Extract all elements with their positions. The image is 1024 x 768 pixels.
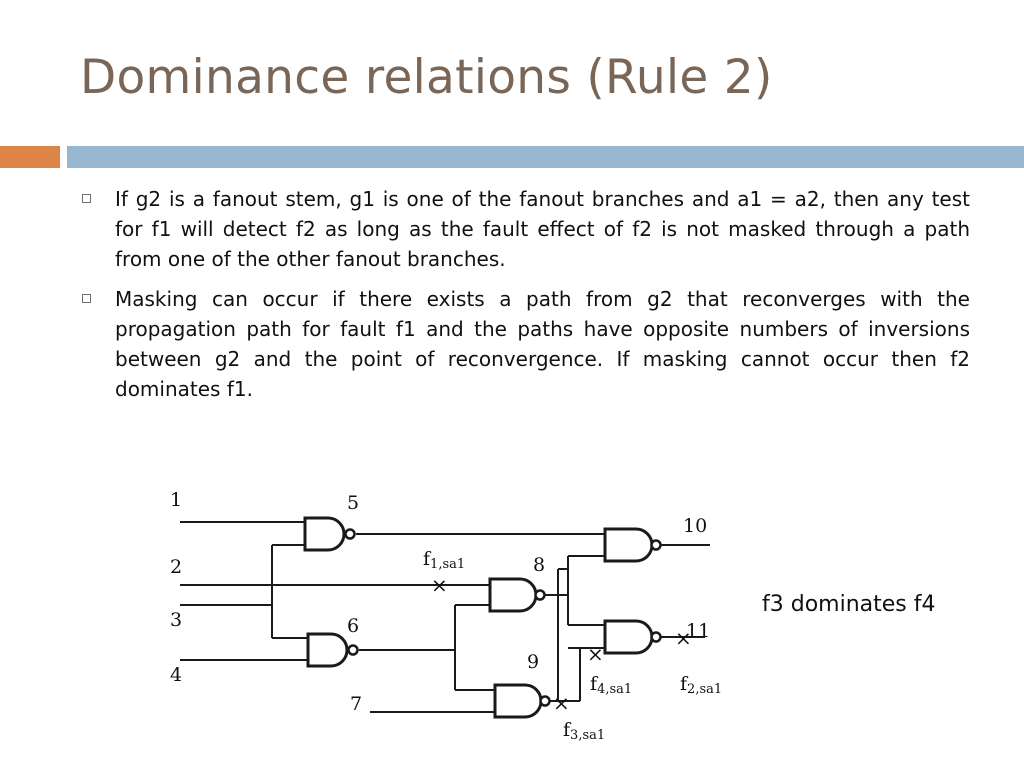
line-label-7: 7	[350, 693, 362, 715]
fault-label-f1: f1,sa1	[423, 548, 465, 572]
fault-mark-f4: ×	[587, 642, 604, 666]
fault-mark-f3: ×	[553, 691, 570, 715]
nand-gate-6	[306, 632, 359, 668]
bullet-item: Masking can occur if there exists a path…	[82, 284, 970, 404]
fault-labels: f1,sa1 f4,sa1 f2,sa1 f3,sa1	[423, 548, 722, 743]
fault-label-f3: f3,sa1	[563, 719, 605, 743]
fault-label-f2: f2,sa1	[680, 673, 722, 697]
line-label-2: 2	[170, 556, 182, 578]
nand-gate-5	[303, 516, 356, 552]
line-label-6: 6	[347, 615, 359, 637]
square-bullet-icon	[82, 294, 91, 303]
bullet-text: If g2 is a fanout stem, g1 is one of the…	[115, 187, 970, 271]
slide-title: Dominance relations (Rule 2)	[80, 50, 773, 105]
line-label-10: 10	[683, 515, 707, 537]
nand-gates	[303, 516, 662, 719]
line-label-3: 3	[170, 609, 182, 631]
nand-gate-8	[488, 577, 546, 613]
line-label-4: 4	[170, 664, 182, 686]
bullet-text: Masking can occur if there exists a path…	[115, 287, 970, 401]
line-label-1: 1	[170, 489, 182, 511]
title-underline-bar	[67, 146, 1024, 168]
nand-gate-11	[603, 619, 662, 655]
line-label-11: 11	[686, 620, 710, 642]
bullet-list: If g2 is a fanout stem, g1 is one of the…	[82, 184, 970, 414]
line-label-9: 9	[527, 651, 539, 673]
circuit-wires	[180, 521, 710, 713]
dominance-caption: f3 dominates f4	[762, 592, 936, 617]
line-label-8: 8	[533, 554, 545, 576]
fault-label-f4: f4,sa1	[590, 673, 632, 697]
nand-gate-9	[493, 683, 551, 719]
line-labels: 1 2 3 4 5 6 7 8 9 10 11	[170, 489, 710, 715]
fault-mark-f2: ×	[675, 626, 692, 650]
square-bullet-icon	[82, 194, 91, 203]
fault-mark-f1: ×	[431, 573, 448, 597]
nand-gate-10	[603, 527, 662, 563]
line-label-5: 5	[347, 492, 359, 514]
fault-marks: × × × ×	[431, 573, 692, 715]
circuit-diagram: × × × × 1 2 3 4 5 6 7 8 9 10 11 f1,sa1 f…	[170, 489, 722, 743]
bullet-item: If g2 is a fanout stem, g1 is one of the…	[82, 184, 970, 274]
title-accent-bar	[0, 146, 60, 168]
